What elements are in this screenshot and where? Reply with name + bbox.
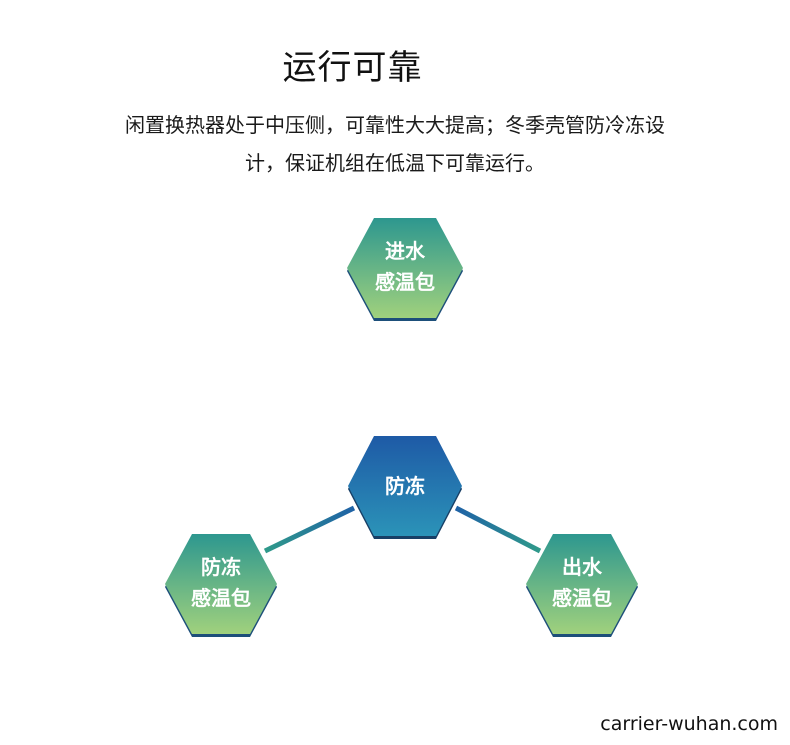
connector-left (263, 505, 356, 554)
page-title: 运行可靠 (282, 48, 423, 88)
description-line-1: 闲置换热器处于中压侧，可靠性大大提高；冬季壳管防冷冻设 (125, 113, 665, 137)
hex-inlet-label-1: 进水 (385, 239, 426, 263)
hex-center-label: 防冻 (385, 474, 425, 498)
hex-antifreeze-label-1: 防冻 (201, 555, 241, 579)
hex-outlet-label-1: 出水 (562, 555, 603, 579)
hex-outlet-sensor: 出水 感温包 (526, 534, 638, 637)
hex-inlet-label-2: 感温包 (375, 270, 435, 294)
hex-antifreeze-label-2: 感温包 (191, 586, 251, 610)
hex-inlet-sensor: 进水 感温包 (347, 218, 463, 321)
hex-antifreeze-center: 防冻 (348, 436, 462, 539)
watermark: carrier-wuhan.com (600, 713, 778, 735)
hex-outlet-label-2: 感温包 (552, 586, 612, 610)
description: 闲置换热器处于中压侧，可靠性大大提高；冬季壳管防冷冻设 计，保证机组在低温下可靠… (55, 106, 735, 182)
description-line-2: 计，保证机组在低温下可靠运行。 (245, 151, 545, 175)
connector-right (454, 505, 542, 554)
hex-antifreeze-sensor: 防冻 感温包 (165, 534, 277, 637)
